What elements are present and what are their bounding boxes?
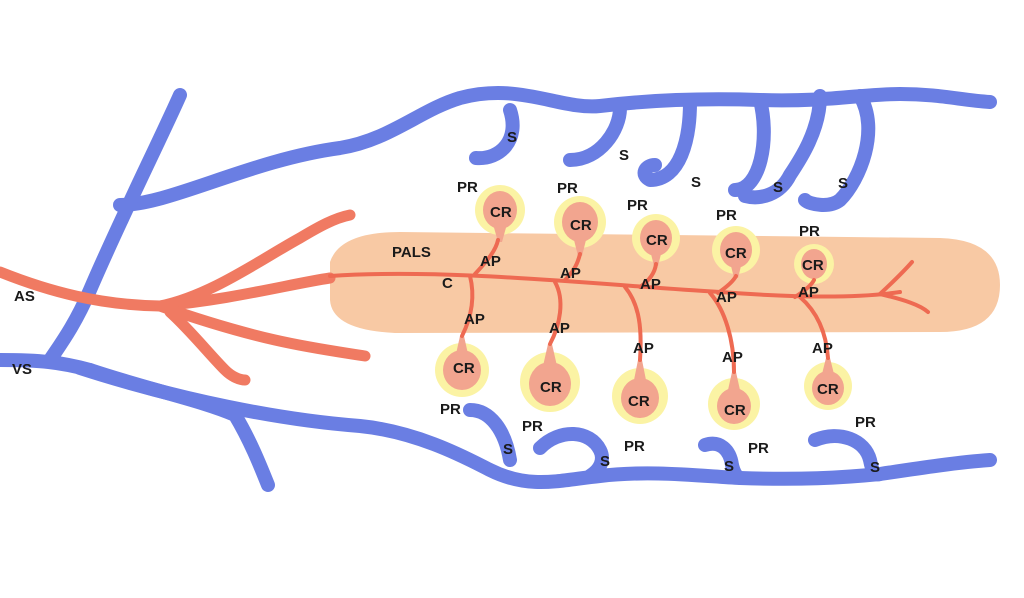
- label-c: C: [442, 275, 453, 292]
- sinus-loop: [798, 89, 876, 212]
- cord: [475, 185, 525, 242]
- label-pr: PR: [457, 179, 478, 196]
- label-ap: AP: [798, 284, 819, 301]
- label-cr: CR: [570, 217, 592, 234]
- central-artery: [0, 209, 930, 386]
- label-cr: CR: [490, 204, 512, 221]
- cord: [804, 358, 852, 410]
- cord: [712, 226, 760, 278]
- label-pals: PALS: [392, 244, 431, 261]
- cord: [554, 196, 606, 256]
- label-ap: AP: [480, 253, 501, 270]
- sinus-loop: [728, 93, 771, 197]
- label-pr: PR: [748, 440, 769, 457]
- label-pr: PR: [855, 414, 876, 431]
- label-vs: VS: [12, 361, 32, 378]
- cord: [632, 214, 680, 266]
- label-ap: AP: [640, 276, 661, 293]
- splenic-cords-upper: [475, 185, 834, 284]
- label-as: AS: [14, 288, 35, 305]
- label-pr: PR: [522, 418, 543, 435]
- cord: [435, 336, 489, 397]
- label-pr: PR: [716, 207, 737, 224]
- sinus-loop: [563, 101, 627, 167]
- cord: [612, 360, 668, 424]
- label-ap: AP: [633, 340, 654, 357]
- label-s: S: [503, 441, 513, 458]
- label-s: S: [724, 458, 734, 475]
- upper-vein: [113, 86, 997, 212]
- label-s: S: [870, 459, 880, 476]
- label-pr: PR: [624, 438, 645, 455]
- splenic-cords-lower: [435, 336, 852, 430]
- sinus-loop: [469, 103, 520, 166]
- sinus-loop: [637, 95, 697, 187]
- label-ap: AP: [464, 311, 485, 328]
- label-s: S: [691, 174, 701, 191]
- label-ap: AP: [549, 320, 570, 337]
- label-cr: CR: [646, 232, 668, 249]
- label-s: S: [619, 147, 629, 164]
- cord: [794, 244, 834, 284]
- arterioles: [460, 238, 830, 374]
- label-ap: AP: [812, 340, 833, 357]
- label-ap: AP: [722, 349, 743, 366]
- label-cr: CR: [725, 245, 747, 262]
- label-s: S: [507, 129, 517, 146]
- label-ap: AP: [560, 265, 581, 282]
- label-pr: PR: [627, 197, 648, 214]
- label-cr: CR: [724, 402, 746, 419]
- label-cr: CR: [540, 379, 562, 396]
- label-pr: PR: [557, 180, 578, 197]
- sinus-loop: [698, 436, 747, 485]
- label-s: S: [773, 179, 783, 196]
- label-cr: CR: [628, 393, 650, 410]
- cord: [708, 372, 760, 430]
- label-s: S: [600, 453, 610, 470]
- label-pr: PR: [440, 401, 461, 418]
- label-s: S: [838, 175, 848, 192]
- sinus-loop: [738, 89, 827, 205]
- sinus-loop: [808, 429, 887, 482]
- label-cr: CR: [453, 360, 475, 377]
- sinus-loop: [533, 427, 609, 483]
- label-cr: CR: [817, 381, 839, 398]
- label-cr: CR: [802, 257, 824, 274]
- label-ap: AP: [716, 289, 737, 306]
- label-pr: PR: [799, 223, 820, 240]
- sinus-loop: [463, 403, 517, 467]
- cord: [520, 344, 580, 412]
- labels: AS VS PALS C AP AP AP AP AP AP AP AP AP …: [12, 129, 880, 476]
- lower-vein: [73, 361, 997, 490]
